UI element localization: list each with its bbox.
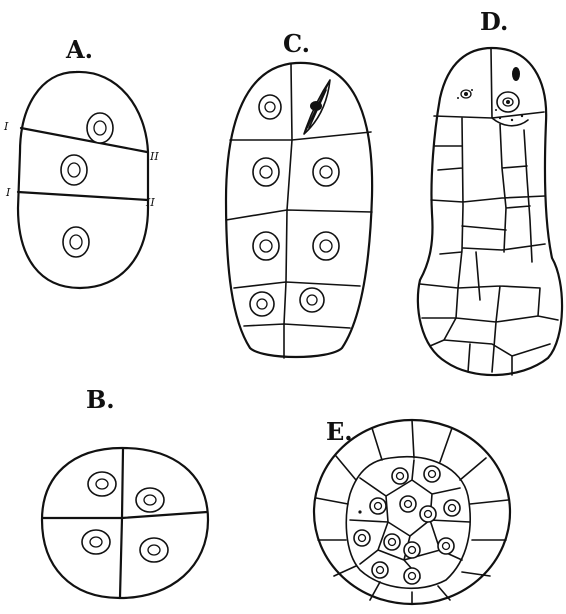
panel-b: B. — [42, 385, 208, 598]
panel-c-nucleus-2 — [253, 158, 279, 186]
panel-d-spindle — [512, 67, 520, 81]
panel-a-mark-upper-left: I — [3, 120, 9, 133]
panel-c-wall-4 — [244, 324, 350, 328]
panel-a-mark-upper-right: II — [149, 150, 159, 163]
panel-d: D. — [418, 7, 562, 375]
panel-b-nucleus-top-left — [88, 472, 116, 496]
panel-d-nucleus-right — [497, 92, 519, 112]
panel-a-wall-lower — [18, 192, 148, 200]
panel-c-nucleus-6 — [250, 292, 274, 316]
panel-b-wall-horizontal — [43, 512, 207, 518]
panel-a-label: A. — [65, 35, 93, 64]
panel-d-label: D. — [480, 7, 508, 36]
panel-e-inner-walls — [350, 460, 470, 578]
panel-a-nucleus-middle — [61, 155, 87, 185]
panel-a-nucleus-bottom — [63, 227, 89, 257]
panel-c-nucleus-3 — [313, 158, 339, 186]
panel-e: E. — [314, 417, 510, 604]
panel-c-wall-1 — [230, 132, 371, 140]
panel-c-nucleus-5 — [313, 232, 339, 260]
panel-c-wall-2 — [226, 210, 372, 220]
panel-c-nucleus-4 — [253, 232, 279, 260]
panel-b-wall-vertical — [120, 449, 123, 597]
panel-b-nucleus-bottom-right — [140, 538, 168, 562]
panel-c: C. — [226, 29, 372, 358]
panel-a-mark-lower-left: I — [5, 186, 11, 199]
panel-d-cell-outline — [418, 48, 562, 375]
panel-a-mark-lower-right: II — [145, 196, 155, 209]
panel-d-nucleus-left — [457, 89, 473, 99]
panel-b-nucleus-bottom-left — [82, 530, 110, 554]
panel-a-wall-upper — [21, 128, 147, 152]
panel-a: A. I II I II — [3, 35, 159, 288]
panel-c-wall-3 — [234, 282, 360, 288]
panel-c-nucleus-1 — [259, 95, 281, 119]
panel-b-nucleus-top-right — [136, 488, 164, 512]
panel-c-nucleus-7 — [300, 288, 324, 312]
panel-b-label: B. — [86, 385, 115, 414]
panel-c-label: C. — [283, 29, 310, 58]
panel-c-spindle — [304, 80, 330, 134]
panel-a-nucleus-top — [87, 113, 113, 143]
panel-b-cell-outline — [42, 448, 208, 598]
